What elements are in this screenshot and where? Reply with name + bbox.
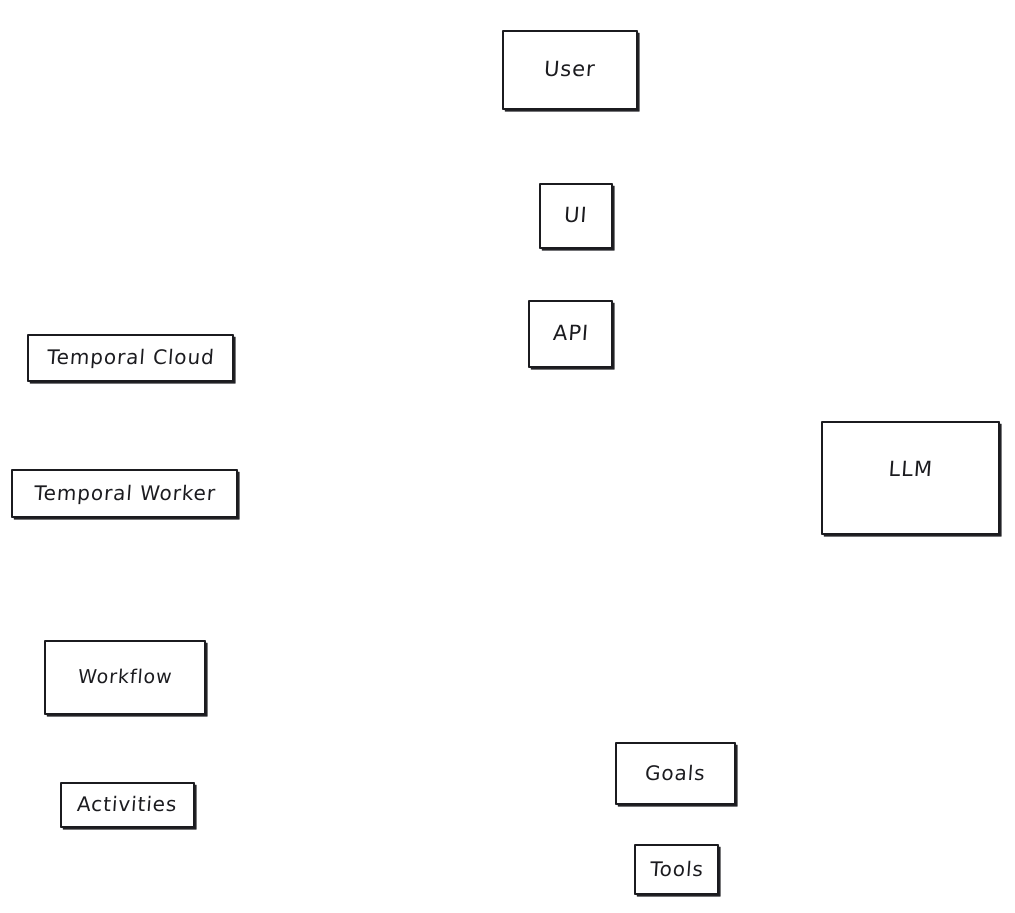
node-temporal-cloud-label: Temporal Cloud	[45, 345, 216, 369]
node-user[interactable]: User	[502, 30, 638, 110]
node-activities[interactable]: Activities	[60, 782, 195, 828]
node-goals[interactable]: Goals	[615, 742, 736, 805]
node-temporal-worker[interactable]: Temporal Worker	[11, 469, 238, 518]
node-ui[interactable]: UI	[539, 183, 613, 249]
node-llm[interactable]: LLM	[821, 421, 1000, 535]
clipped-top-text: .........	[268, 0, 752, 5]
node-tools-label: Tools	[648, 856, 705, 881]
node-user-label: User	[543, 57, 597, 81]
node-goals-label: Goals	[644, 760, 707, 785]
node-activities-label: Activities	[76, 792, 179, 816]
node-tools[interactable]: Tools	[634, 844, 719, 895]
node-temporal-worker-label: Temporal Worker	[32, 480, 217, 505]
node-api[interactable]: API	[528, 300, 613, 368]
node-workflow-label: Workflow	[77, 665, 174, 688]
node-workflow[interactable]: Workflow	[44, 640, 206, 715]
node-api-label: API	[551, 321, 590, 345]
node-temporal-cloud[interactable]: Temporal Cloud	[27, 334, 234, 382]
node-llm-label: LLM	[888, 457, 935, 481]
node-ui-label: UI	[563, 203, 589, 227]
